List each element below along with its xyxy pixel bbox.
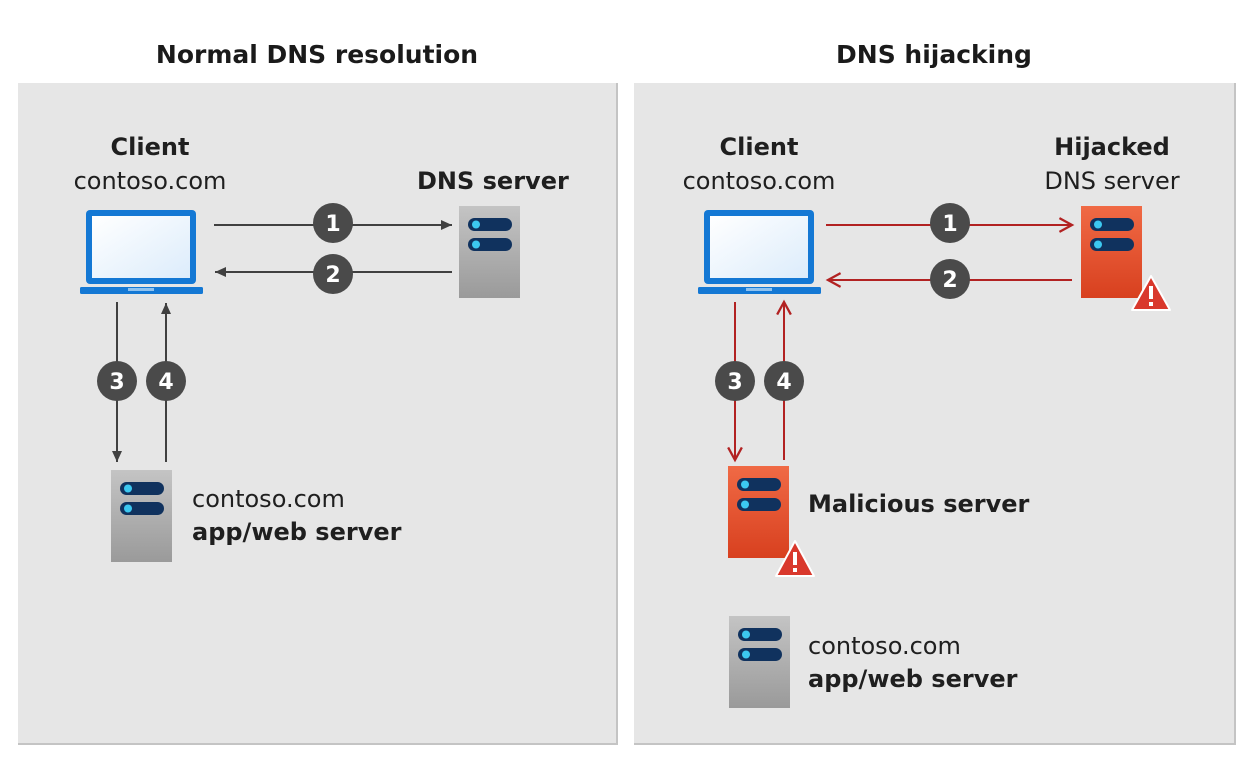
svg-text:2: 2 <box>325 263 340 288</box>
server-icon <box>111 470 172 562</box>
svg-text:2: 2 <box>942 268 957 293</box>
warning-icon <box>1131 275 1171 311</box>
step-badge: 4 <box>146 361 186 401</box>
step-badge: 1 <box>313 203 353 243</box>
svg-text:4: 4 <box>158 370 173 395</box>
server-icon <box>729 616 790 708</box>
step-badge: 3 <box>715 361 755 401</box>
hijacked-dns-subtitle: DNS server <box>1044 167 1180 195</box>
client-domain: contoso.com <box>73 167 227 195</box>
client-title: Client <box>110 133 190 161</box>
step-badge: 2 <box>930 259 970 299</box>
app-server-domain: contoso.com <box>808 632 961 660</box>
left-panel-title: Normal DNS resolution <box>155 40 479 69</box>
client-domain: contoso.com <box>682 167 836 195</box>
laptop-icon <box>698 210 821 294</box>
malicious-server-title: Malicious server <box>808 490 1030 518</box>
hijacked-dns-title: Hijacked <box>1054 133 1170 161</box>
svg-text:1: 1 <box>942 212 957 237</box>
app-server-title: app/web server <box>808 665 1018 693</box>
server-icon <box>459 206 520 298</box>
step-badge: 4 <box>764 361 804 401</box>
client-title: Client <box>719 133 799 161</box>
svg-text:1: 1 <box>325 212 340 237</box>
laptop-icon <box>80 210 203 294</box>
right-panel-title: DNS hijacking <box>836 40 1032 69</box>
dns-server-title: DNS server <box>417 167 569 195</box>
step-badge: 2 <box>313 254 353 294</box>
app-server-domain: contoso.com <box>192 485 345 513</box>
step-badge: 3 <box>97 361 137 401</box>
svg-text:3: 3 <box>109 370 124 395</box>
malicious-server-icon <box>728 466 789 558</box>
svg-text:4: 4 <box>776 370 791 395</box>
malicious-server-icon <box>1081 206 1142 298</box>
svg-text:3: 3 <box>727 370 742 395</box>
warning-icon <box>775 540 815 577</box>
step-badge: 1 <box>930 203 970 243</box>
app-server-title: app/web server <box>192 518 402 546</box>
